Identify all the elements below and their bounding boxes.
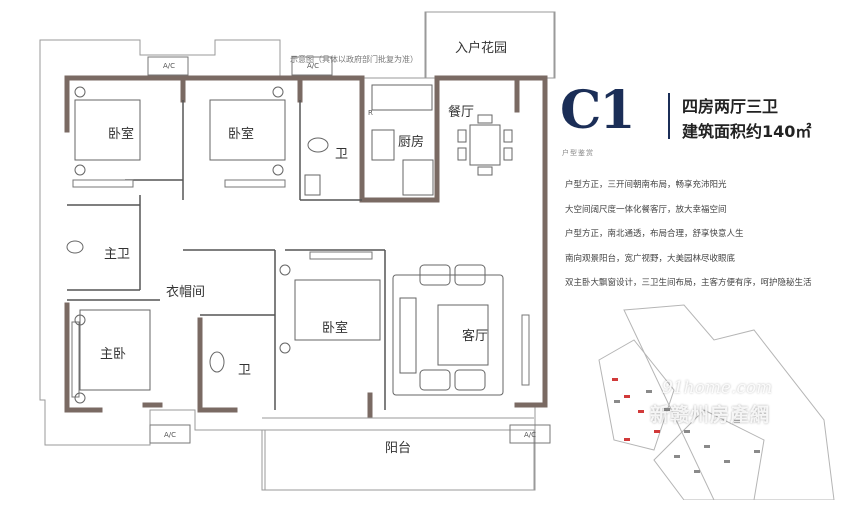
room-label-bedroom-b: 卧室 — [228, 126, 254, 142]
room-label-kitchen: 厨房 — [398, 134, 424, 150]
title-divider — [668, 93, 670, 139]
room-label-living: 客厅 — [462, 328, 488, 344]
room-label-bath-a: 卫 — [335, 147, 348, 162]
feature-item: 双主卧大飘窗设计，三卫生间布局，主客方便有序，呵护隐秘生活 — [565, 278, 812, 288]
ac-label: A/C — [163, 62, 175, 70]
room-label-bedroom-a: 卧室 — [108, 126, 134, 142]
feature-item: 户型方正，三开间朝南布局，畅享充沛阳光 — [565, 180, 727, 190]
balcony-outline — [261, 429, 535, 491]
feature-list: 户型方正，三开间朝南布局，畅享充沛阳光 大空间阔尺度一体化餐客厅，放大幸福空间 … — [565, 178, 812, 301]
watermark-en: 91home.com — [662, 378, 773, 398]
room-label-balcony: 阳台 — [385, 441, 411, 456]
room-label-garden: 入户花园 — [455, 40, 507, 56]
unit-subtitle: 户型鉴赏 — [562, 149, 594, 157]
room-label-dining: 餐厅 — [448, 104, 474, 120]
fridge-label: R — [368, 109, 373, 117]
room-label-bath-b: 卫 — [238, 363, 251, 378]
site-map — [598, 304, 835, 500]
room-label-master-bedroom: 主卧 — [100, 347, 126, 362]
room-label-bedroom-c: 卧室 — [322, 320, 348, 336]
unit-area: 建筑面积约140㎡ — [682, 122, 812, 141]
room-label-master-bath: 主卫 — [104, 247, 130, 262]
floor-plan: 入户花园 卧室 卧室 卫 厨房 餐厅 主卫 衣帽间 主卧 卫 卧室 客厅 阳台 … — [39, 11, 556, 491]
feature-item: 大空间阔尺度一体化餐客厅，放大幸福空间 — [565, 204, 727, 215]
ac-label: A/C — [307, 62, 319, 70]
ac-label: A/C — [524, 431, 536, 439]
feature-item: 南向观景阳台，宽广视野，大美园林尽收眼底 — [565, 253, 736, 264]
unit-code: C1 — [560, 80, 636, 141]
unit-type: 四房两厅三卫 — [682, 97, 779, 116]
watermark-cn: 新赣州房產網 — [650, 404, 771, 426]
ac-label: A/C — [164, 431, 176, 439]
feature-item: 户型方正，南北通透，布局合理，舒享快意人生 — [565, 229, 744, 239]
room-label-cloakroom: 衣帽间 — [166, 284, 205, 300]
plan-note: 示意图（具体以政府部门批复为准） — [290, 54, 418, 64]
